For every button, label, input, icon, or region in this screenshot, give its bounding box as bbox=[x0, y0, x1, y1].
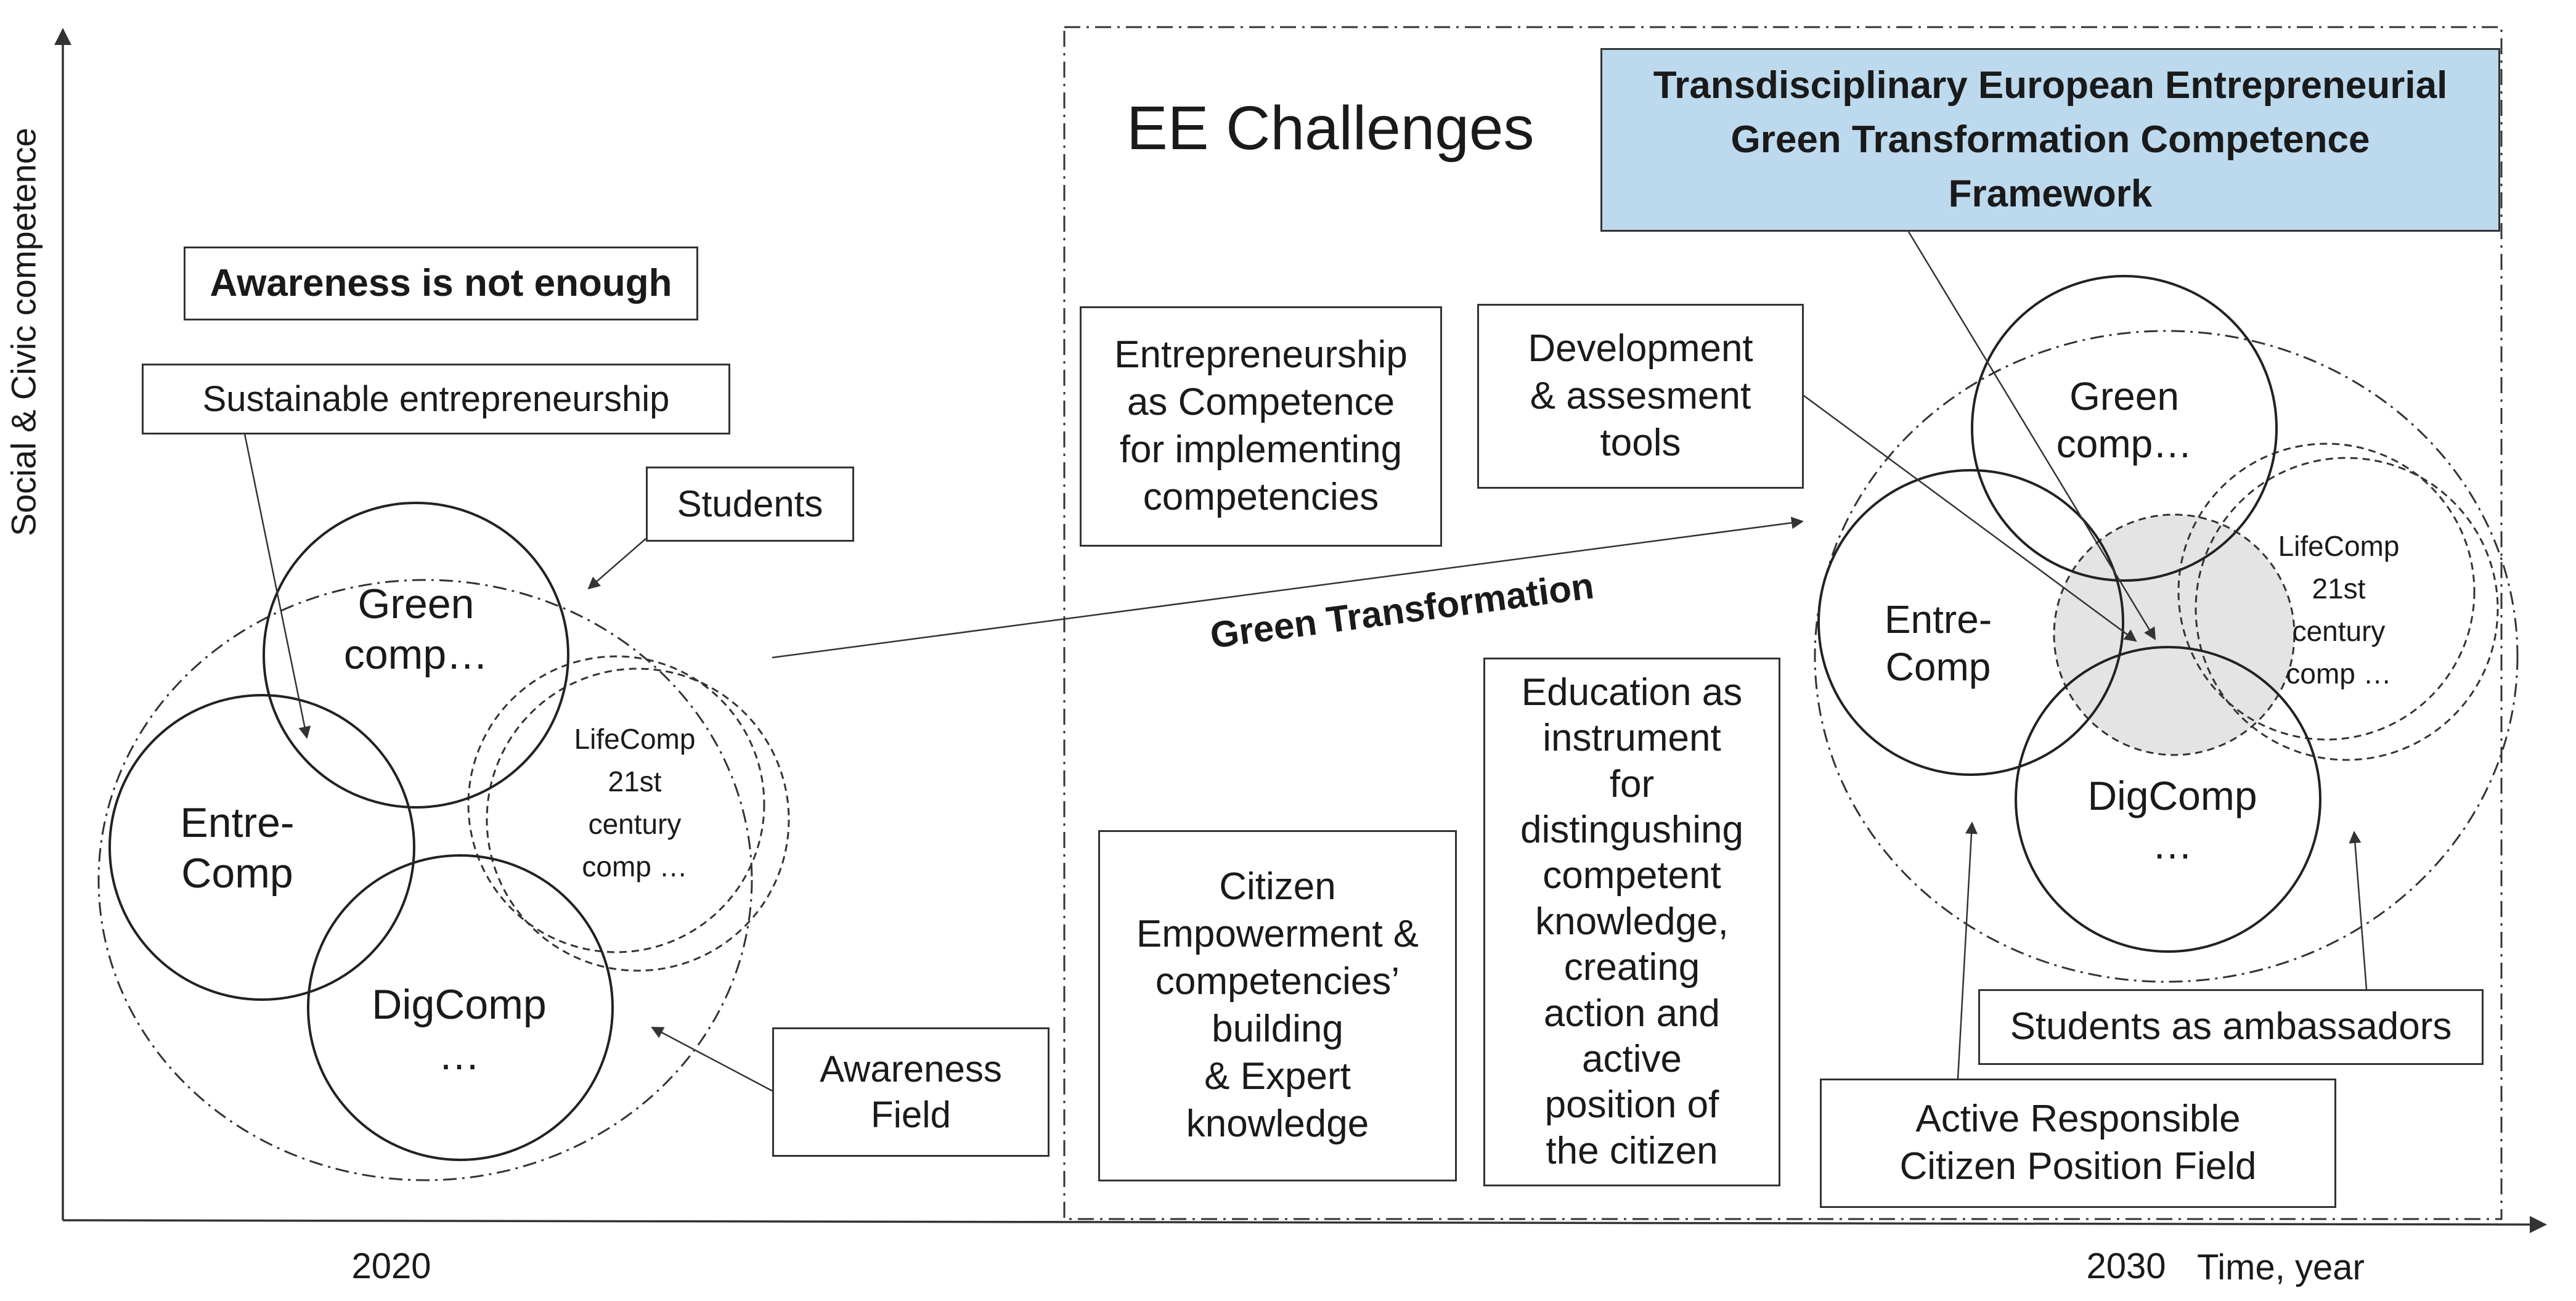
left-lifecomp-label: LifeComp 21st century comp … bbox=[574, 723, 696, 883]
right-dig-label: DigComp … bbox=[2087, 773, 2257, 868]
left-dig-circle bbox=[307, 854, 614, 1161]
left-lifecomp-circle-outer bbox=[486, 667, 790, 972]
active-citizen-field-box: Active Responsible Citizen Position Fiel… bbox=[1820, 1079, 2336, 1208]
y-axis-label: Social & Civic competence bbox=[4, 128, 43, 537]
sustainable-arrow bbox=[243, 433, 311, 739]
right-entre-circle bbox=[1817, 469, 2124, 776]
awareness-field-box: Awareness Field bbox=[772, 1027, 1050, 1157]
right-lifecomp-circle-inner bbox=[2177, 443, 2476, 741]
ambassadors-arrow bbox=[2349, 831, 2368, 990]
ee-challenges-title: EE Challenges bbox=[1127, 94, 1535, 163]
left-awareness-ellipse bbox=[97, 579, 753, 1181]
awareness-not-enough-box: Awareness is not enough bbox=[184, 247, 698, 320]
x-axis-start-label: 2020 bbox=[351, 1246, 431, 1286]
right-dig-circle bbox=[2015, 646, 2321, 953]
education-instrument-box: Education as instrument for distingushin… bbox=[1483, 658, 1780, 1186]
entrepreneurship-competence-box: Entrepreneurship as Competence for imple… bbox=[1080, 306, 1442, 547]
right-lifecomp-circle-outer bbox=[2195, 457, 2499, 761]
students-arrow bbox=[587, 538, 646, 590]
students-box: Students bbox=[646, 467, 854, 542]
active-field-arrow bbox=[1957, 822, 1978, 1079]
x-axis bbox=[62, 1215, 2547, 1233]
right-field-ellipse bbox=[1814, 330, 2519, 983]
development-tools-box: Development & assesment tools bbox=[1477, 304, 1804, 489]
right-lifecomp-label: LifeComp 21st century comp … bbox=[2278, 530, 2400, 690]
left-lifecomp-circle-inner bbox=[467, 655, 765, 953]
students-ambassadors-box: Students as ambassadors bbox=[1978, 989, 2484, 1065]
framework-box: Transdisciplinary European Entrepreneuri… bbox=[1600, 48, 2500, 232]
x-axis-title: Time, year bbox=[2197, 1247, 2365, 1287]
x-axis-end-label: 2030 bbox=[2086, 1246, 2166, 1286]
left-green-label: Green comp… bbox=[343, 581, 489, 678]
left-dig-label: DigComp … bbox=[372, 981, 547, 1079]
awareness-field-arrow bbox=[651, 1026, 773, 1092]
green-transformation-arrow bbox=[772, 516, 1804, 659]
sustainable-entrepreneurship-box: Sustainable entrepreneurship bbox=[142, 364, 730, 434]
framework-arrow bbox=[1907, 231, 2156, 640]
citizen-empowerment-box: Citizen Empowerment & competencies’ buil… bbox=[1098, 830, 1457, 1181]
left-entre-circle bbox=[108, 694, 415, 1001]
right-entre-label: Entre- Comp bbox=[1884, 597, 1992, 689]
left-entre-label: Entre- Comp bbox=[180, 799, 295, 897]
right-green-label: Green comp… bbox=[2056, 374, 2193, 466]
left-green-circle bbox=[263, 502, 569, 809]
right-green-circle bbox=[1971, 275, 2278, 582]
tools-arrow bbox=[1803, 394, 2137, 642]
ee-challenges-frame bbox=[1063, 26, 2503, 1220]
